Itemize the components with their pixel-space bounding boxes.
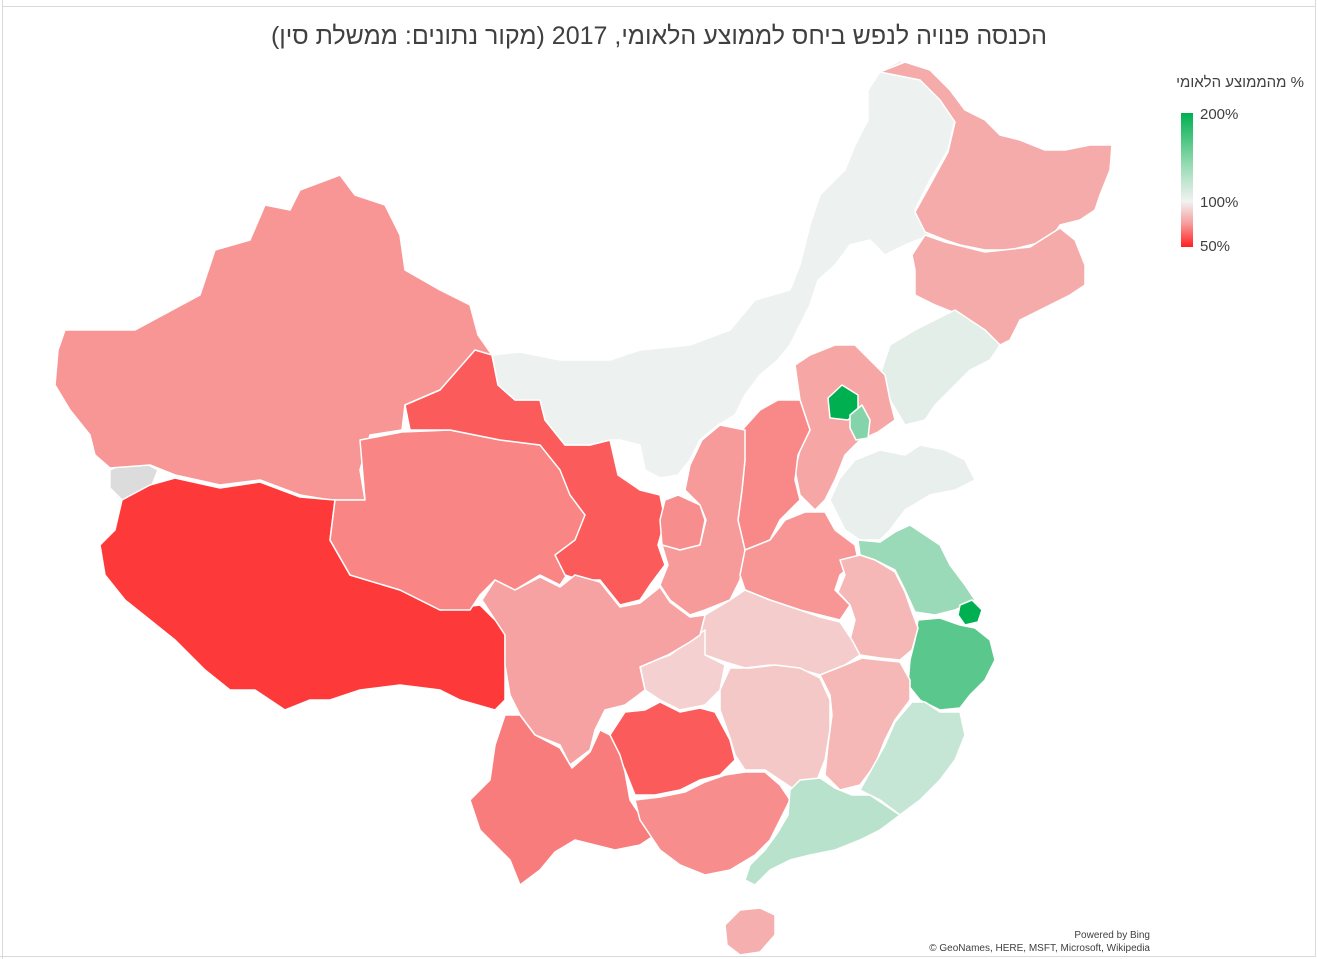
map-title: הכנסה פנויה לנפש ביחס לממוצע הלאומי, 201… [270,22,1048,50]
region-guizhou [609,701,736,796]
region-inner-mongolia [491,59,956,479]
region-jilin [911,227,1086,346]
legend-label-min: 50% [1200,238,1231,255]
region-shandong [829,444,976,541]
region-jiangxi [819,657,911,791]
region-guangxi [634,771,791,876]
legend-label-max: 200% [1200,106,1239,123]
legend-color-scale [1181,113,1193,247]
region-heilongjiang [879,61,1113,251]
attribution-powered-by: Powered by Bing [1074,930,1150,941]
region-jiangsu [857,524,976,616]
region-fujian [859,701,966,816]
region-tibet [99,477,506,711]
region-yunnan [469,714,656,886]
region-hainan [724,907,776,956]
region-liaoning [879,309,1001,426]
region-tianjin [849,404,871,441]
legend-label-mid: 100% [1200,194,1239,211]
region-guangdong [744,777,901,886]
region-zhejiang [907,617,996,711]
region-shanghai [957,599,983,626]
legend-title: % מהממוצע הלאומי [1176,74,1304,91]
region-hunan [719,664,831,791]
chart-border-top [2,6,1316,7]
attribution-sources: © GeoNames, HERE, MSFT, Microsoft, Wikip… [929,943,1150,954]
chart-border-left [2,0,3,959]
region-anhui [837,554,919,661]
region-hubei [699,589,861,676]
region-shaanxi [659,424,746,616]
